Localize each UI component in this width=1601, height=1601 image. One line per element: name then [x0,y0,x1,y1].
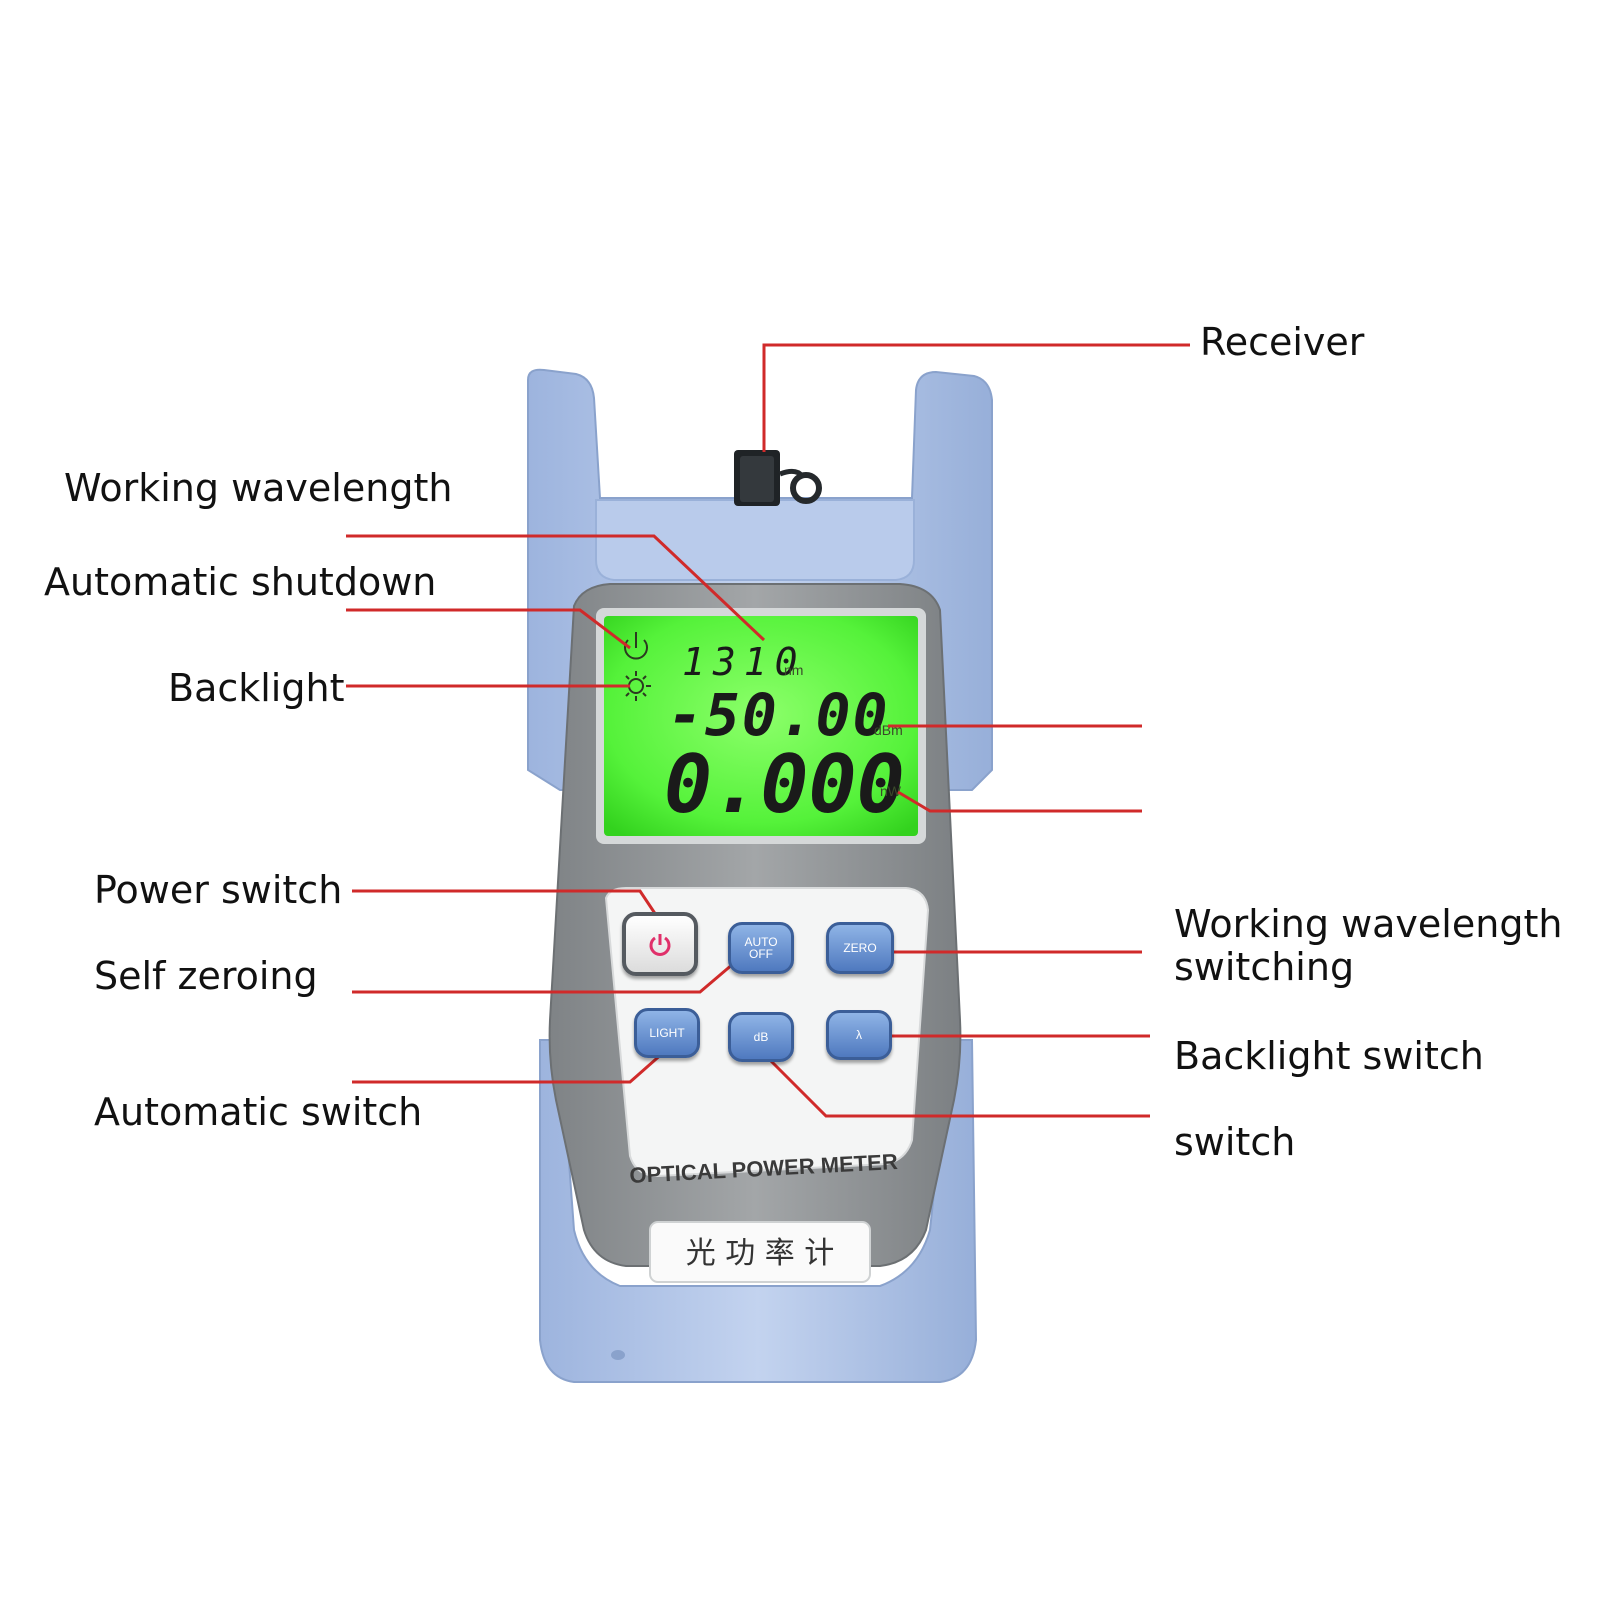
db-label: dB [753,1030,769,1044]
label-backlight-switch: Backlight switch [1174,1034,1484,1078]
callout-lines [346,343,1190,1118]
wavelength-readout: 1310 [682,640,806,684]
zero-button[interactable]: ZERO [826,922,894,974]
lambda-button[interactable]: λ [826,1010,892,1060]
light-button[interactable]: LIGHT [634,1008,700,1058]
nw-readout: 0.000 [664,738,905,831]
auto-off-button[interactable]: AUTO OFF [728,922,794,974]
label-self-zeroing: Self zeroing [94,954,318,998]
power-icon [649,934,671,956]
receiver-connector [734,450,822,506]
label-switch: switch [1174,1120,1296,1164]
chinese-name-plate [649,1221,871,1283]
label-automatic-switch: Automatic switch [94,1090,423,1134]
lcd-screen [604,616,918,836]
label-working-wavelength: Working wavelength [64,466,453,510]
chinese-name: 光 功 率 计 [686,1236,835,1271]
label-working-wavelength-switching-2: switching [1174,945,1355,989]
dbm-readout: -50.00 [668,681,890,749]
nw-unit: nW [880,783,902,799]
wavelength-unit: nm [784,662,803,678]
label-backlight: Backlight [168,666,345,710]
db-button[interactable]: dB [728,1012,794,1062]
lambda-label: λ [856,1028,862,1042]
label-power-switch: Power switch [94,868,343,912]
holster-lower [539,1039,978,1383]
zero-label: ZERO [843,941,877,955]
label-automatic-shutdown: Automatic shutdown [44,560,437,604]
label-receiver: Receiver [1200,320,1365,364]
dbm-unit: dBm [874,722,903,738]
power-button[interactable] [622,912,698,976]
auto-off-label-line2: OFF [749,947,773,961]
light-label: LIGHT [649,1026,685,1040]
label-working-wavelength-switching-1: Working wavelength [1174,902,1563,946]
auto-off-label-line1: AUTO [744,935,778,949]
